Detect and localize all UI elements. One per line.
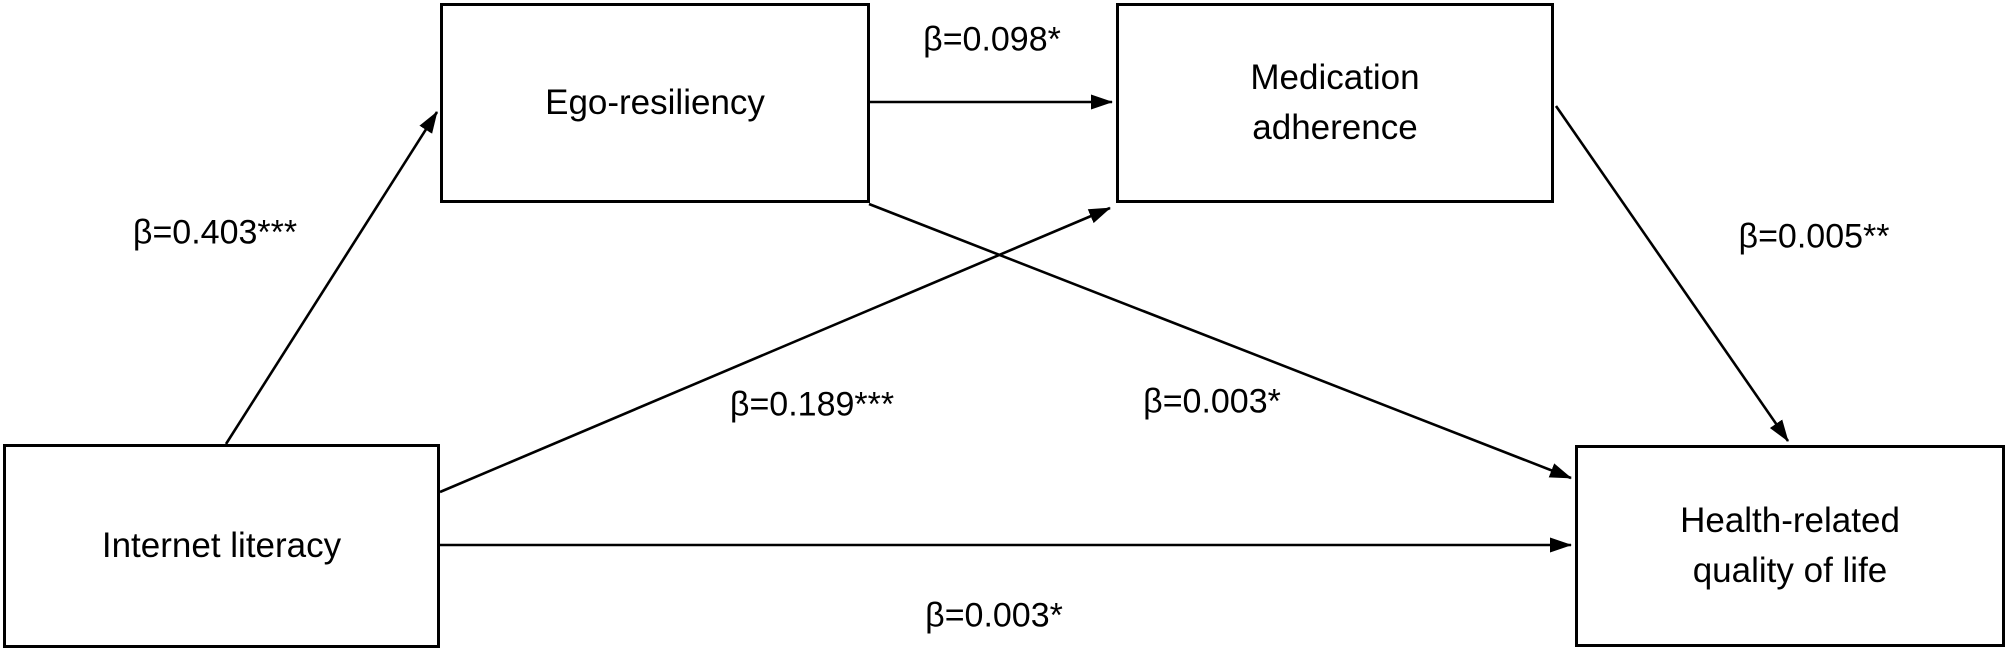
edge-label-beta-il-hq: β=0.003* <box>925 596 1063 635</box>
node-medication-adherence-label: Medication adherence <box>1250 58 1420 147</box>
edge-label-beta-il-er: β=0.403*** <box>132 213 298 252</box>
arrow-ego-resiliency-to-hrqol <box>868 202 1572 480</box>
node-hrqol: Health-related quality of life <box>1575 445 2005 647</box>
edge-label-beta-il-ma: β=0.189*** <box>729 385 895 424</box>
node-ego-resiliency-label: Ego-resiliency <box>545 83 765 123</box>
node-ego-resiliency: Ego-resiliency <box>440 3 870 203</box>
node-medication-adherence: Medication adherence <box>1116 3 1554 203</box>
arrow-medication-adherence-to-hrqol <box>1554 105 1790 442</box>
node-hrqol-label: Health-related quality of life <box>1680 501 1900 590</box>
edge-label-beta-er-ma: β=0.098* <box>923 20 1061 59</box>
arrow-internet-literacy-to-ego-resiliency <box>224 111 439 445</box>
arrow-internet-literacy-to-medication-adherence <box>439 206 1111 494</box>
node-internet-literacy: Internet literacy <box>3 444 440 648</box>
node-internet-literacy-label: Internet literacy <box>101 526 342 566</box>
edge-label-beta-er-hq: β=0.003* <box>1143 382 1281 421</box>
edge-label-beta-ma-hq: β=0.005** <box>1738 217 1890 256</box>
